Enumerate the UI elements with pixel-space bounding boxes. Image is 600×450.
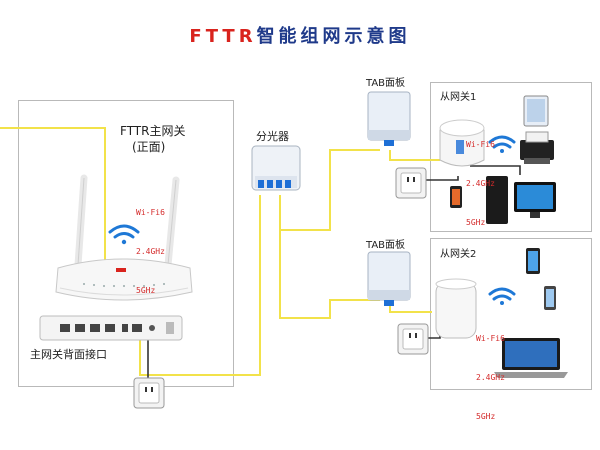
wifi-badge-main: Wi-Fi6 2.4GHz 5GHz	[136, 180, 165, 310]
main-gateway-back-label: 主网关背面接口	[30, 348, 107, 361]
main-gateway-name: FTTR主网关	[120, 124, 186, 138]
main-gateway-sub: (正面)	[132, 140, 166, 154]
cable-lines	[147, 165, 521, 378]
laptop-icon	[494, 338, 568, 378]
main-router-back	[39, 315, 183, 341]
sub-gateway-2-device	[435, 278, 477, 339]
wifi-badge-line3: 5GHz	[136, 286, 156, 295]
wifi-badge-line1: Wi-Fi6	[466, 140, 495, 149]
tab-panel-2-device	[367, 251, 411, 306]
wifi-icon	[488, 287, 516, 305]
sub-gateway-2-label: 从网关2	[440, 249, 477, 260]
phone-icon	[544, 286, 556, 310]
wifi-badge-line1: Wi-Fi6	[476, 334, 505, 343]
wifi-badge-line3: 5GHz	[466, 218, 486, 227]
diagram-title: FTTR智能组网示意图	[0, 22, 600, 48]
wifi-icon	[488, 135, 516, 153]
power-outlet-2	[397, 323, 429, 355]
tab-panel-1-label: TAB面板	[366, 78, 406, 89]
wifi-badge-line2: 2.4GHz	[136, 247, 165, 256]
wifi-badge-line3: 5GHz	[476, 412, 496, 421]
phone-icon	[450, 186, 462, 208]
main-router-front	[55, 174, 193, 301]
wifi-badge-line2: 2.4GHz	[476, 373, 505, 382]
wifi-badge-line2: 2.4GHz	[466, 179, 495, 188]
tab-panel-1-device	[367, 91, 411, 146]
power-outlet-1	[395, 167, 427, 199]
desktop-pc-icon	[486, 176, 556, 224]
wifi-badge-line1: Wi-Fi6	[136, 208, 165, 217]
wifi-badge-sub2: Wi-Fi6 2.4GHz 5GHz	[476, 306, 505, 436]
sub-gateway-1-label: 从网关1	[440, 92, 477, 103]
title-cjk: 智能组网示意图	[256, 26, 411, 47]
sub-gateway-1-device	[439, 119, 485, 167]
phone-icon	[526, 248, 540, 274]
tablet-icon	[523, 95, 549, 127]
printer-icon	[520, 131, 554, 164]
title-latin: FTTR	[189, 26, 257, 47]
splitter-label: 分光器	[256, 130, 289, 143]
splitter-device	[251, 145, 301, 191]
wifi-badge-sub1: Wi-Fi6 2.4GHz 5GHz	[466, 112, 495, 242]
power-outlet-main	[133, 377, 165, 409]
tab-panel-2-label: TAB面板	[366, 240, 406, 251]
wifi-icon	[108, 224, 140, 245]
